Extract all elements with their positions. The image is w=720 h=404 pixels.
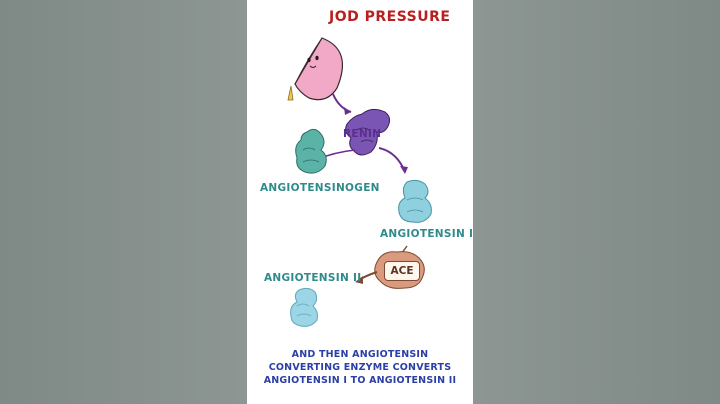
caption-subtitle: AND THEN ANGIOTENSIN CONVERTING ENZYME C… (247, 348, 473, 387)
video-frame: JOD PRESSURE RENIN ANGIOTENSINOGEN ANGIO… (247, 0, 473, 404)
angiotensin-2-protein (290, 287, 318, 327)
caption-line: AND THEN ANGIOTENSIN (291, 349, 429, 360)
left-blurred-backdrop (0, 0, 247, 404)
ace-label: ACE (384, 261, 420, 281)
angiotensinogen-label: ANGIOTENSINOGEN (260, 182, 380, 194)
angiotensin-1-protein (398, 179, 432, 223)
renin-label: RENIN (343, 128, 382, 140)
caption-line: CONVERTING ENZYME CONVERTS (268, 362, 452, 373)
angiotensinogen-protein (295, 128, 327, 174)
page-title: JOD PRESSURE (329, 9, 451, 25)
kidney-shape (287, 37, 344, 101)
caption-line: ANGIOTENSIN I TO ANGIOTENSIN II (263, 375, 457, 386)
right-blurred-backdrop (473, 0, 720, 404)
angiotensin-1-label: ANGIOTENSIN I (380, 228, 473, 240)
angiotensin-2-label: ANGIOTENSIN II (264, 272, 362, 284)
renin-enzyme (345, 108, 391, 156)
arrow-ace-to-angiotensin-2 (355, 271, 378, 284)
diagram-artwork (287, 37, 432, 327)
arrow-renin-to-angiotensin-1 (378, 147, 408, 174)
arrow-kidney-to-renin (332, 93, 352, 115)
